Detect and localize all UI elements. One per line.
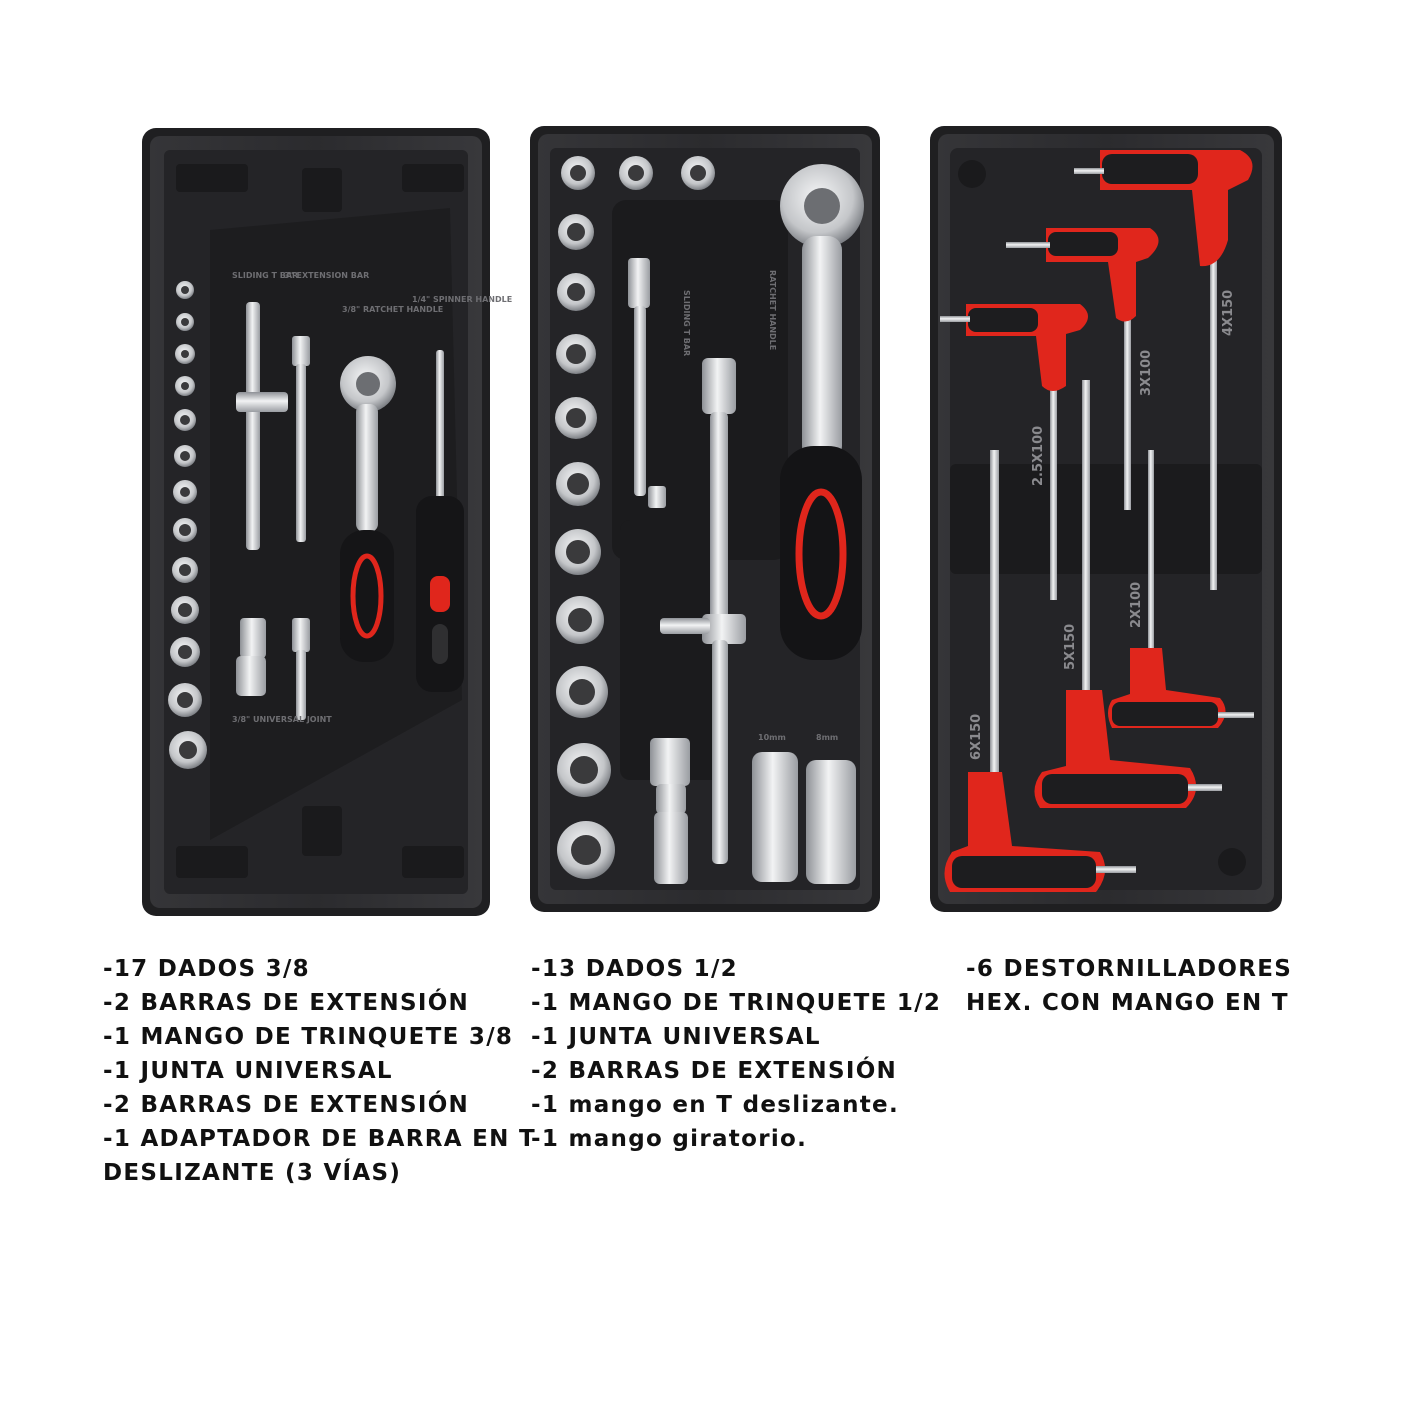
socket-column-1-2 (555, 156, 715, 879)
caption-column-1-2-tray: -13 DADOS 1/2 -1 MANGO DE TRINQUETE 1/2 … (531, 952, 941, 1156)
tray-1-2-sockets: SLIDING T BAR RATCHET HANDLE 10mm 8mm (530, 126, 880, 912)
caption-line: -2 BARRAS DE EXTENSIÓN (103, 990, 470, 1016)
caption-line: -1 MANGO DE TRINQUETE 3/8 (103, 1024, 514, 1050)
imprint-label: 3/8" RATCHET HANDLE (342, 305, 443, 314)
size-label: 5X150 (1063, 624, 1078, 670)
imprint-label: SLIDING T BAR (232, 271, 298, 280)
caption-column-hex-tray: -6 DESTORNILLADORES HEX. CON MANGO EN T (966, 952, 1316, 1020)
caption-line: -2 BARRAS DE EXTENSIÓN (531, 1058, 898, 1084)
tray-hex-keys: 4X150 3X100 2.5X100 2X100 5X150 6X150 (930, 126, 1282, 912)
imprint-label: 10mm (758, 733, 786, 742)
imprint-label: RATCHET HANDLE (768, 270, 777, 350)
imprint-label: 3/8" UNIVERSAL JOINT (232, 715, 332, 724)
size-label: 2X100 (1129, 582, 1144, 628)
imprint-label: SLIDING T BAR (682, 290, 691, 356)
imprint-label: 8mm (816, 733, 838, 742)
caption-line: -1 JUNTA UNIVERSAL (103, 1058, 393, 1084)
caption-line: -17 DADOS 3/8 (103, 956, 310, 982)
imprint-label: 1/4" SPINNER HANDLE (412, 295, 512, 304)
caption-line: -1 ADAPTADOR DE BARRA EN T DESLIZANTE (3… (103, 1126, 536, 1186)
tray-3-8-sockets: SLIDING T BAR 3" EXTENSION BAR 3/8" RATC… (142, 128, 512, 916)
caption-line: -1 JUNTA UNIVERSAL (531, 1024, 821, 1050)
caption-line: -6 DESTORNILLADORES HEX. CON MANGO EN T (966, 956, 1293, 1016)
size-label: 4X150 (1221, 290, 1236, 336)
tool-trays-photo: SLIDING T BAR 3" EXTENSION BAR 3/8" RATC… (142, 126, 1282, 916)
caption-line: -2 BARRAS DE EXTENSIÓN (103, 1092, 470, 1118)
caption-line: -1 MANGO DE TRINQUETE 1/2 (531, 990, 942, 1016)
imprint-label: 3" EXTENSION BAR (284, 271, 369, 280)
size-label: 6X150 (969, 714, 984, 760)
size-label: 2.5X100 (1031, 426, 1046, 486)
socket-column-3-8 (168, 281, 207, 769)
caption-column-3-8-tray: -17 DADOS 3/8 -2 BARRAS DE EXTENSIÓN -1 … (103, 952, 543, 1190)
caption-line: -1 mango en T deslizante. (531, 1092, 899, 1118)
size-label: 3X100 (1139, 350, 1154, 396)
caption-line: -1 mango giratorio. (531, 1126, 808, 1152)
caption-line: -13 DADOS 1/2 (531, 956, 738, 982)
